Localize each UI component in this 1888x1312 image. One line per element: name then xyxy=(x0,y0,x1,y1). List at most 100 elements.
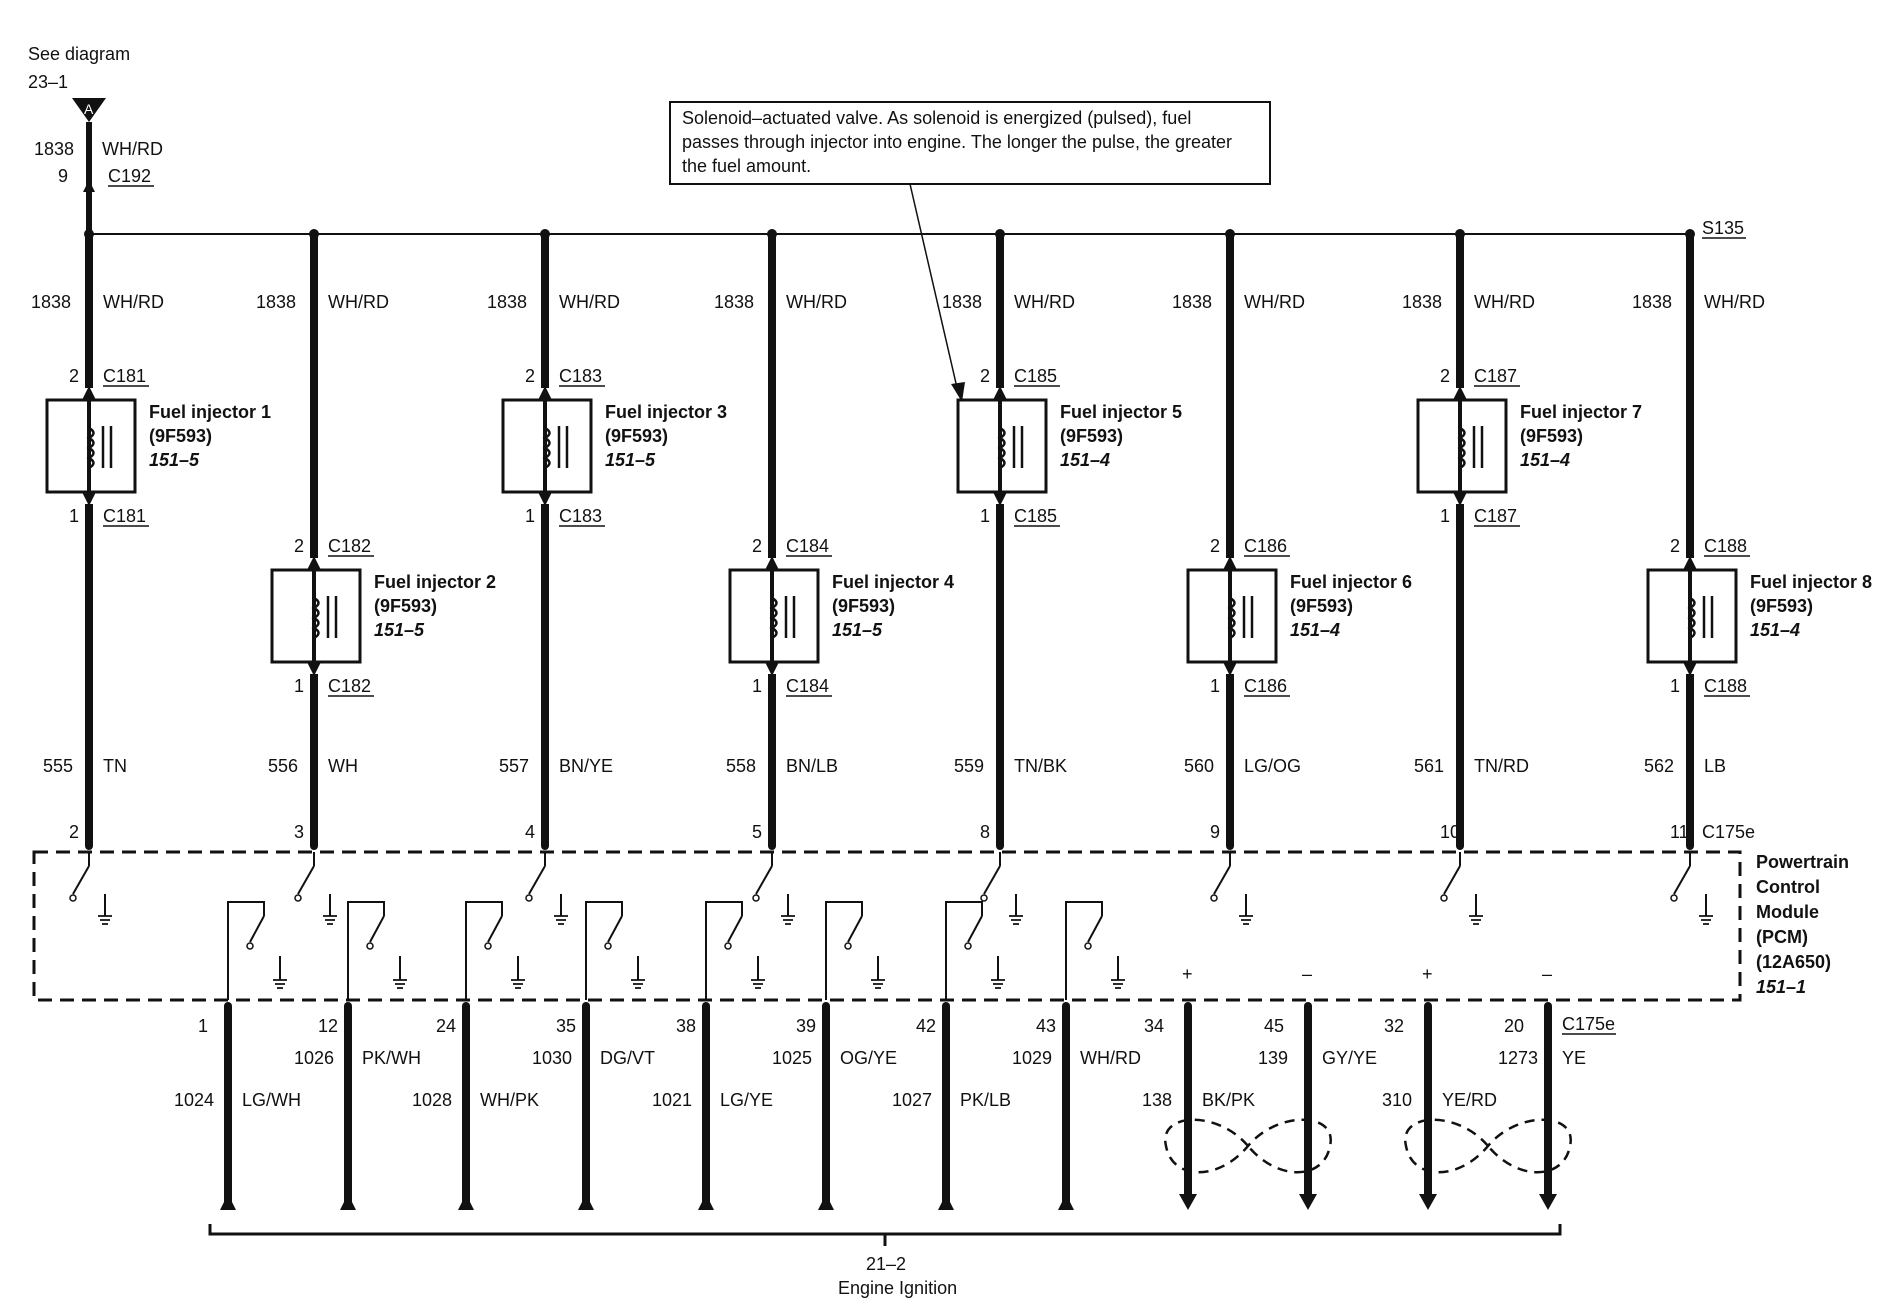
connector-pin-arrow-icon xyxy=(993,386,1007,400)
pcm-pin-dot xyxy=(1226,842,1234,850)
pcm-internal-trace xyxy=(347,901,385,1000)
fuel-injector-box xyxy=(270,568,362,664)
connector-bottom-label: C181 xyxy=(103,506,146,526)
polarity-label: + xyxy=(1422,964,1433,984)
down-arrow-icon xyxy=(1539,1194,1557,1210)
connector-bottom-label: C187 xyxy=(1474,506,1517,526)
splice-label: S135 xyxy=(1702,218,1744,238)
callout-leader-line xyxy=(909,183,959,393)
fuel-injector-box xyxy=(45,398,137,494)
solenoid-coil-icon xyxy=(86,426,95,470)
signal-color-label: TN/RD xyxy=(1474,756,1529,776)
polarity-label: – xyxy=(1542,964,1552,984)
injector-ref-label: 151–4 xyxy=(1290,620,1340,640)
pin-bottom-label: 1 xyxy=(1210,676,1220,696)
feed-pin-text: 9 xyxy=(58,166,68,186)
pin-top-label: 2 xyxy=(1210,536,1220,556)
terminal-arrow-icon xyxy=(818,1194,834,1210)
switch-blade xyxy=(847,915,863,943)
supply-color-label: WH/RD xyxy=(328,292,389,312)
pcm-internal-trace xyxy=(1065,901,1103,1000)
pcm-pin-dot xyxy=(1424,1002,1432,1010)
supply-circuit-label: 1838 xyxy=(1402,292,1442,312)
injector-name-label: Fuel injector 6 xyxy=(1290,572,1412,592)
ground-icon xyxy=(1239,915,1253,925)
pin-bottom-label: 1 xyxy=(1440,506,1450,526)
connector-pin-arrow-icon xyxy=(765,556,779,570)
pcm-label-line-1: Powertrain xyxy=(1756,852,1849,872)
injector-part-label: (9F593) xyxy=(149,426,212,446)
ground-icon xyxy=(871,979,885,989)
pcm-pin-dot xyxy=(1304,1002,1312,1010)
injector-driver-switch xyxy=(1440,852,1483,925)
switch-blade xyxy=(755,865,773,895)
injector-part-label: (9F593) xyxy=(1520,426,1583,446)
terminal-arrow-icon xyxy=(220,1194,236,1210)
signal-circuit-label: 556 xyxy=(268,756,298,776)
pcm-label-line-5: (12A650) xyxy=(1756,952,1831,972)
solenoid-coil-icon xyxy=(997,426,1006,470)
fuel-injector-box xyxy=(501,398,593,494)
feed-pin-arrow-icon xyxy=(83,180,95,192)
switch-blade xyxy=(528,865,546,895)
pcm-pin-dot xyxy=(541,842,549,850)
pin-bottom-label: 1 xyxy=(525,506,535,526)
connector-bottom-label: C182 xyxy=(328,676,371,696)
pin-bottom-label: 1 xyxy=(752,676,762,696)
ignition-circuit-label: 1021 xyxy=(652,1090,692,1110)
ignition-pin-label: 38 xyxy=(676,1016,696,1036)
down-arrow-icon xyxy=(1179,1194,1197,1210)
supply-circuit-label: 1838 xyxy=(487,292,527,312)
injector-name-label: Fuel injector 3 xyxy=(605,402,727,422)
ignition-ref-text: 21–2 xyxy=(866,1254,906,1274)
pin-top-label: 2 xyxy=(752,536,762,556)
pcm-pin-dot xyxy=(702,1002,710,1010)
connector-bottom-label: C185 xyxy=(1014,506,1057,526)
connector-bottom-label: C184 xyxy=(786,676,829,696)
switch-contact xyxy=(69,894,77,902)
connector-pin-arrow-icon xyxy=(1453,492,1467,506)
pcm-pin-dot xyxy=(822,1002,830,1010)
terminal-arrow-icon xyxy=(578,1194,594,1210)
see-diagram-text: See diagram xyxy=(28,44,130,64)
switch-contact xyxy=(366,942,374,950)
ignition-pin-label: 1 xyxy=(198,1016,208,1036)
signal-circuit-label: 559 xyxy=(954,756,984,776)
supply-color-label: WH/RD xyxy=(1704,292,1765,312)
switch-contact xyxy=(844,942,852,950)
twisted-color-label: YE xyxy=(1562,1048,1586,1068)
pin-top-label: 2 xyxy=(1670,536,1680,556)
feed-color-text: WH/RD xyxy=(102,139,163,159)
solenoid-coil-icon xyxy=(1687,596,1696,640)
ground-icon xyxy=(1469,915,1483,925)
pcm-pin-label: 2 xyxy=(69,822,79,842)
injector-driver-switch xyxy=(1670,852,1713,925)
pin-top-label: 2 xyxy=(980,366,990,386)
callout-arrowhead-icon xyxy=(951,382,965,402)
signal-circuit-label: 562 xyxy=(1644,756,1674,776)
supply-color-label: WH/RD xyxy=(1474,292,1535,312)
switch-contact xyxy=(294,894,302,902)
ignition-pin-label: 24 xyxy=(436,1016,456,1036)
switch-blade xyxy=(1673,865,1691,895)
ground-icon xyxy=(751,979,765,989)
connector-pin-arrow-icon xyxy=(1453,386,1467,400)
connector-bottom-label: C186 xyxy=(1244,676,1287,696)
injector-ref-label: 151–4 xyxy=(1060,450,1110,470)
connector-top-label: C188 xyxy=(1704,536,1747,556)
switch-contact xyxy=(1670,894,1678,902)
switch-contact xyxy=(1440,894,1448,902)
ground-icon xyxy=(273,979,287,989)
switch-contact xyxy=(752,894,760,902)
terminal-arrow-icon xyxy=(698,1194,714,1210)
ground-icon xyxy=(98,915,112,925)
switch-contact xyxy=(525,894,533,902)
signal-circuit-label: 560 xyxy=(1184,756,1214,776)
solenoid-coil-icon xyxy=(1227,596,1236,640)
ignition-pin-label: 43 xyxy=(1036,1016,1056,1036)
